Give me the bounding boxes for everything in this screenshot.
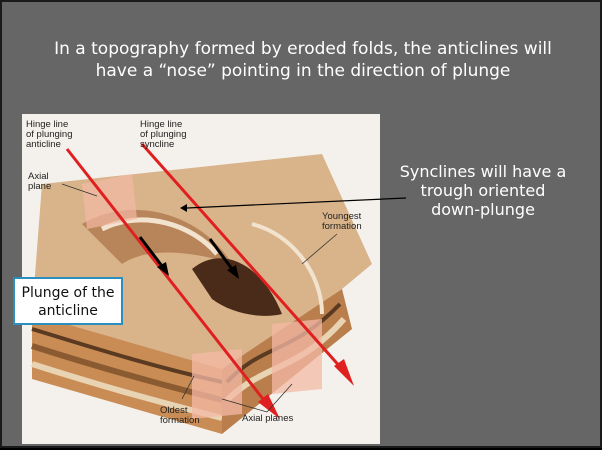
plunge-of-anticline-box: Plunge of the anticline xyxy=(13,277,123,325)
label-hinge-syncline: Hinge line of plunging syncline xyxy=(140,120,186,150)
label-axial-planes: Axial planes xyxy=(242,414,293,424)
title-line-2: have a “nose” pointing in the direction … xyxy=(22,60,584,82)
syncline-note: Synclines will have a trough oriented do… xyxy=(398,162,568,219)
label-hinge-anticline: Hinge line of plunging anticline xyxy=(26,120,72,150)
slide-title: In a topography formed by eroded folds, … xyxy=(22,38,584,82)
axial-plane-2 xyxy=(272,319,322,394)
label-axial-plane: Axial plane xyxy=(28,172,51,192)
title-line-1: In a topography formed by eroded folds, … xyxy=(22,38,584,60)
label-youngest-formation: Youngest formation xyxy=(322,212,362,232)
label-oldest-formation: Oldest formation xyxy=(160,406,200,426)
